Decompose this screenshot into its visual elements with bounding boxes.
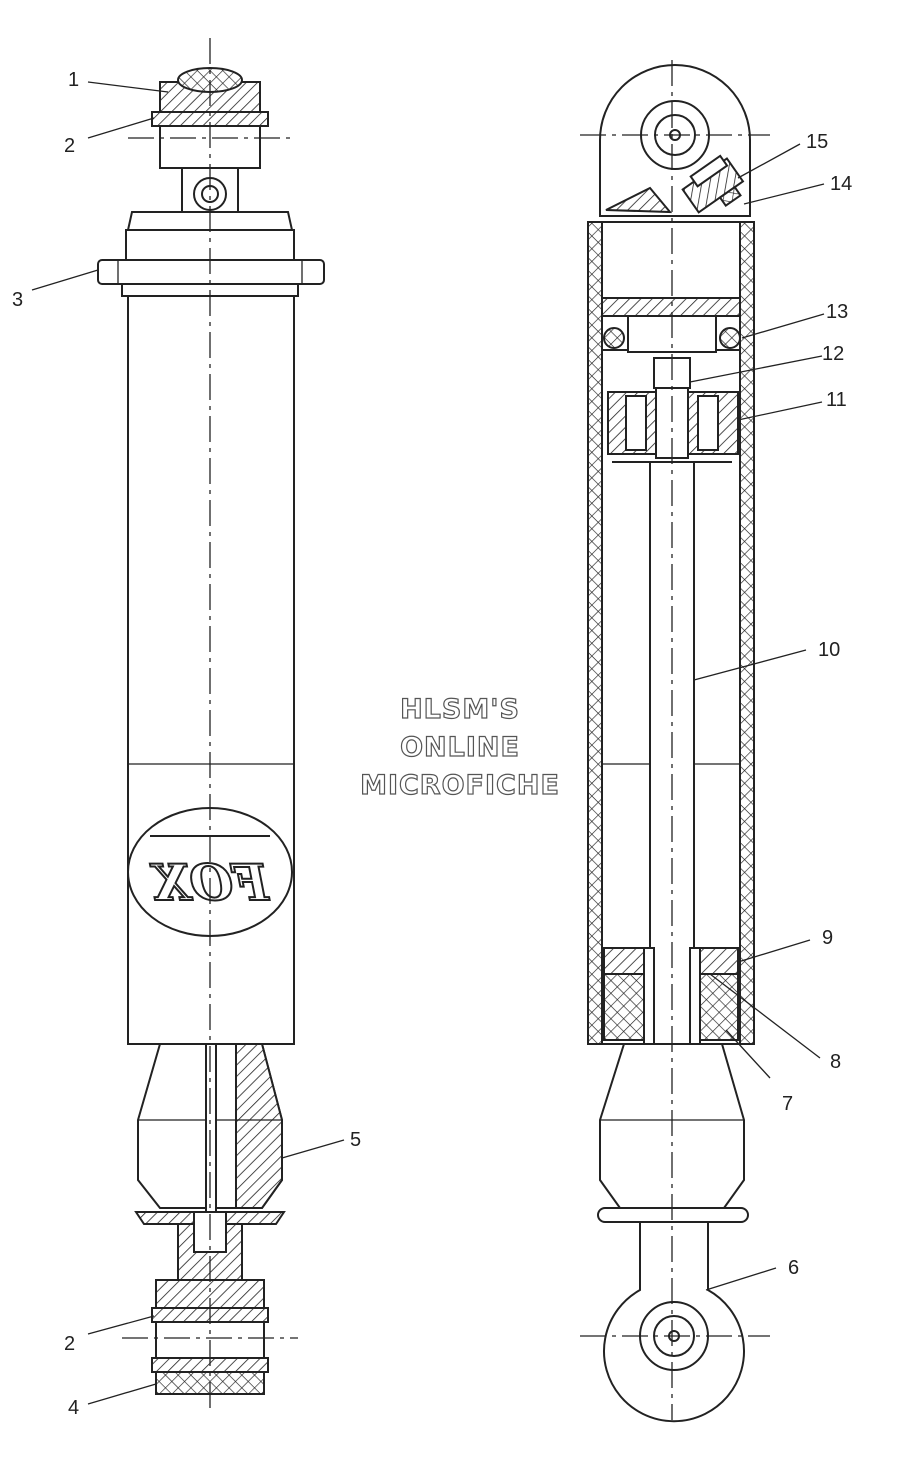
floating-piston	[601, 297, 741, 353]
main-piston	[607, 357, 739, 463]
callout-6: 6	[788, 1257, 799, 1279]
callout-15: 15	[806, 131, 828, 153]
watermark-line-1: HLSM'S	[400, 694, 520, 725]
bottom-cone	[597, 1043, 749, 1223]
fill-valve	[681, 154, 745, 214]
callout-labels: 1 2 3 2 4 5 15 14 13 12 11 10 9 8 7 6	[12, 69, 852, 1419]
callout-7: 7	[782, 1093, 793, 1115]
callout-10: 10	[818, 639, 840, 661]
left-shock-exterior: FOX	[97, 38, 325, 1410]
callout-9: 9	[822, 927, 833, 949]
callout-12: 12	[822, 343, 844, 365]
watermark-line-3: MICROFICHE	[360, 770, 560, 801]
outer-tube-right	[739, 221, 755, 1045]
right-shock-cutaway	[580, 60, 770, 1423]
callout-13: 13	[826, 301, 848, 323]
callout-14: 14	[830, 173, 852, 195]
leader-lines	[31, 81, 825, 1405]
shock-body	[127, 295, 295, 1045]
watermark: HLSM'S ONLINE MICROFICHE	[359, 693, 560, 801]
bump-stop	[137, 1043, 283, 1215]
callout-5: 5	[350, 1129, 361, 1151]
outer-tube-left	[587, 221, 603, 1045]
callout-11: 11	[826, 389, 847, 411]
callout-1: 1	[68, 69, 79, 91]
callout-3: 3	[12, 289, 23, 311]
callout-4: 4	[68, 1397, 79, 1419]
callout-2-bottom: 2	[64, 1333, 75, 1355]
bottom-eye	[603, 1221, 745, 1423]
top-collar	[97, 211, 325, 297]
watermark-line-2: ONLINE	[400, 732, 520, 763]
callout-2-top: 2	[64, 135, 75, 157]
callout-8: 8	[830, 1051, 841, 1073]
